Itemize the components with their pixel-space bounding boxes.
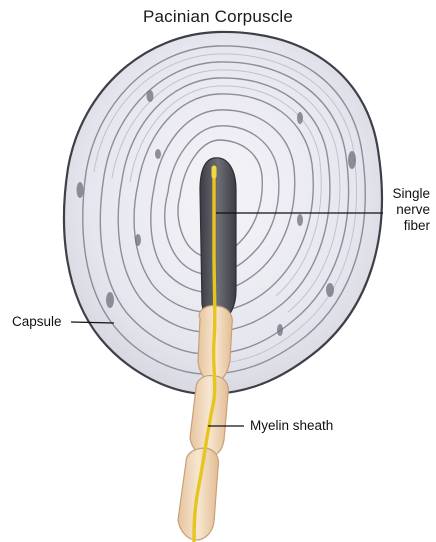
diagram-title: Pacinian Corpuscle [0, 7, 436, 27]
inner-core [200, 158, 236, 323]
capsule-label: Capsule [12, 314, 62, 330]
nerve-fiber-label: Single nerve fiber [384, 186, 430, 234]
nerve-fiber-label-line-3: fiber [384, 218, 430, 234]
nerve-fiber-label-line-2: nerve [384, 202, 430, 218]
myelin-sheath-label: Myelin sheath [250, 418, 333, 434]
nerve-fiber-label-line-1: Single [384, 186, 430, 202]
